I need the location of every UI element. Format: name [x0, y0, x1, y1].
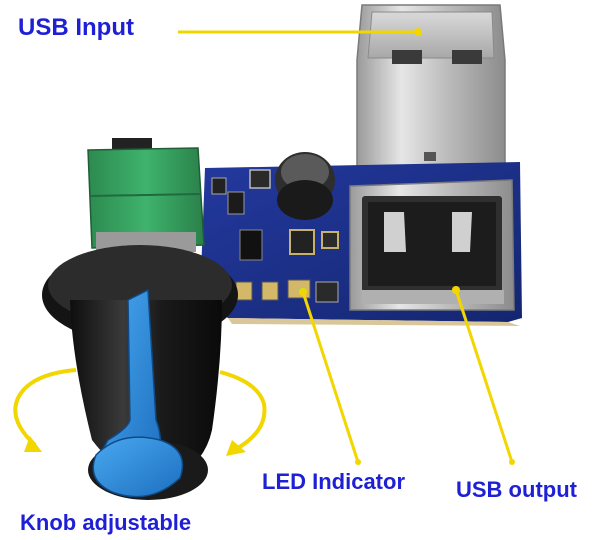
knob-adjustable-label: Knob adjustable [20, 510, 192, 535]
usb-output-label: USB output [456, 477, 577, 502]
leader-lines [178, 28, 515, 465]
rotation-arrow [13, 368, 267, 456]
usb-input-plug [356, 4, 506, 176]
led-indicator-label: LED Indicator [262, 469, 406, 494]
terminal-block [87, 138, 205, 252]
usb-input-label: USB Input [18, 14, 134, 41]
rotary-knob [42, 245, 238, 500]
usb-output-port [349, 179, 515, 311]
